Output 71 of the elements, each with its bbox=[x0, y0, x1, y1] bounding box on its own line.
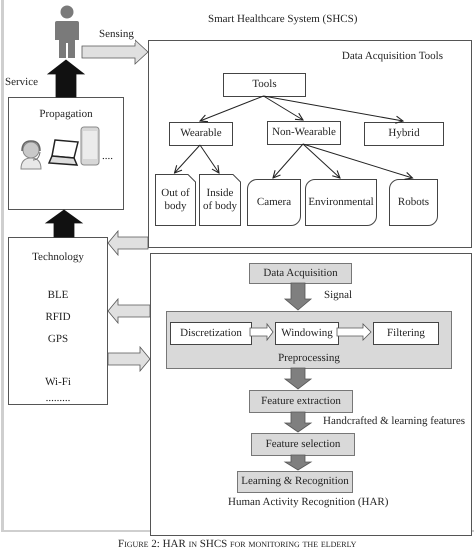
node-label: Inside of body bbox=[202, 186, 238, 214]
node-label: Out of body bbox=[160, 186, 191, 214]
block-arrow bbox=[284, 282, 312, 311]
rounded-box bbox=[247, 179, 301, 226]
block-arrow bbox=[284, 412, 312, 432]
block-arrow bbox=[107, 230, 148, 256]
node-label: Environmental bbox=[307, 196, 375, 210]
node-label: Feature extraction bbox=[260, 394, 342, 408]
panel bbox=[8, 97, 124, 210]
node-label: Filtering bbox=[386, 326, 426, 340]
node-label: Windowing bbox=[280, 326, 334, 340]
rounded-box bbox=[389, 179, 438, 226]
node-label: Wearable bbox=[179, 127, 223, 141]
process-box bbox=[170, 322, 252, 345]
figure-caption: Figure 2: HAR in SHCS for monitoring the elderly bbox=[118, 537, 356, 549]
node-label: RFID bbox=[44, 311, 72, 324]
node-label: Technology bbox=[31, 251, 85, 264]
node-label: BLE bbox=[46, 289, 70, 302]
node-label: Data Acquisition Tools bbox=[342, 50, 443, 64]
node-label: Preprocessing bbox=[277, 352, 341, 365]
block-arrow bbox=[336, 323, 372, 341]
edge-label: Signal bbox=[323, 287, 354, 304]
folded-corner-box bbox=[155, 174, 196, 226]
node-label: Wi-Fi bbox=[44, 376, 72, 390]
node-label: Hybrid bbox=[387, 127, 421, 141]
arrow bbox=[272, 144, 304, 179]
node-label: Discretization bbox=[179, 326, 243, 340]
arrow bbox=[263, 96, 404, 124]
node-label: Non-Wearable bbox=[271, 126, 337, 140]
block-arrow bbox=[284, 454, 312, 470]
ellipsis-text: .... bbox=[102, 150, 113, 164]
block-arrow bbox=[107, 298, 150, 324]
block-arrow bbox=[108, 346, 151, 372]
node-label: Feature selection bbox=[264, 438, 342, 452]
arrow bbox=[302, 144, 341, 179]
rounded-box bbox=[305, 179, 377, 226]
node-label: Propagation bbox=[38, 108, 94, 122]
node-label: Robots bbox=[396, 196, 430, 210]
arrow bbox=[200, 144, 220, 174]
block-arrow bbox=[46, 60, 86, 98]
process-box bbox=[251, 433, 355, 456]
node-label: Data Acquisition bbox=[262, 266, 339, 280]
tree-box bbox=[267, 121, 341, 145]
tree-box bbox=[364, 122, 444, 146]
tree-box bbox=[169, 122, 233, 146]
block-arrow bbox=[250, 322, 274, 342]
edge-label: Handcrafted & learning features bbox=[322, 413, 466, 430]
block-arrow bbox=[284, 368, 312, 390]
process-box bbox=[275, 322, 339, 345]
node-label: Tools bbox=[251, 78, 278, 92]
arrow bbox=[302, 144, 414, 180]
process-box bbox=[249, 263, 352, 284]
folded-corner-box bbox=[199, 174, 241, 226]
caption-text: Human Activity Recognition (HAR) bbox=[228, 495, 388, 510]
diagram-title: Smart Healthcare System (SHCS) bbox=[208, 12, 358, 27]
block-arrow bbox=[44, 210, 84, 238]
node-label: GPS bbox=[46, 333, 70, 346]
arrow bbox=[174, 144, 200, 174]
node-label: ......... bbox=[44, 392, 72, 406]
process-group bbox=[166, 311, 452, 369]
panel bbox=[8, 237, 108, 405]
panel bbox=[150, 253, 472, 536]
arrow bbox=[263, 96, 304, 121]
arrow bbox=[199, 96, 264, 122]
node-label: Camera bbox=[256, 196, 292, 210]
tree-box bbox=[223, 73, 306, 97]
process-box bbox=[249, 390, 353, 413]
process-box bbox=[373, 322, 439, 345]
node-label: Learning & Recognition bbox=[240, 475, 350, 489]
panel bbox=[148, 40, 472, 248]
block-arrow bbox=[82, 39, 149, 65]
